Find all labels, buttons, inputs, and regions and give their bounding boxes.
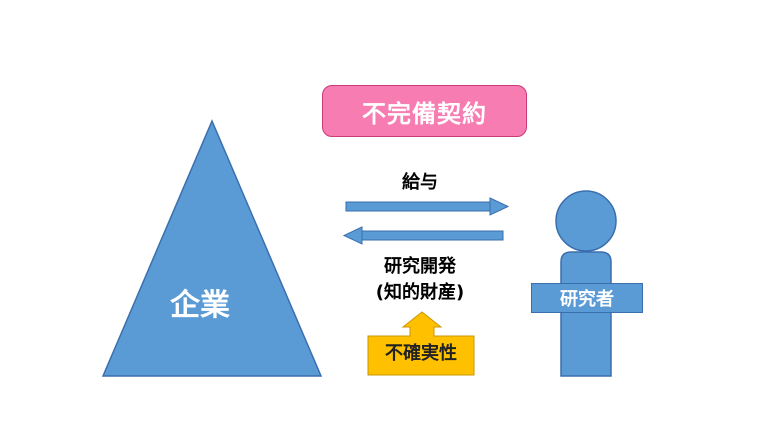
company-label: 企業 [170, 288, 230, 323]
intellectual-property-label: (知的財産) [375, 282, 465, 303]
salary-arrow [345, 197, 510, 216]
incomplete-contract-box: 不完備契約 [322, 85, 527, 137]
rd-arrow [342, 226, 504, 245]
researcher-name-box: 研究者 [531, 283, 643, 313]
uncertainty-callout [367, 311, 475, 376]
uncertainty-label: 不確実性 [385, 343, 457, 364]
researcher-label: 研究者 [560, 289, 614, 310]
rd-label: 研究開発 [384, 256, 456, 277]
company-triangle [101, 119, 323, 377]
salary-label: 給与 [402, 172, 438, 193]
incomplete-contract-label: 不完備契約 [362, 99, 487, 128]
